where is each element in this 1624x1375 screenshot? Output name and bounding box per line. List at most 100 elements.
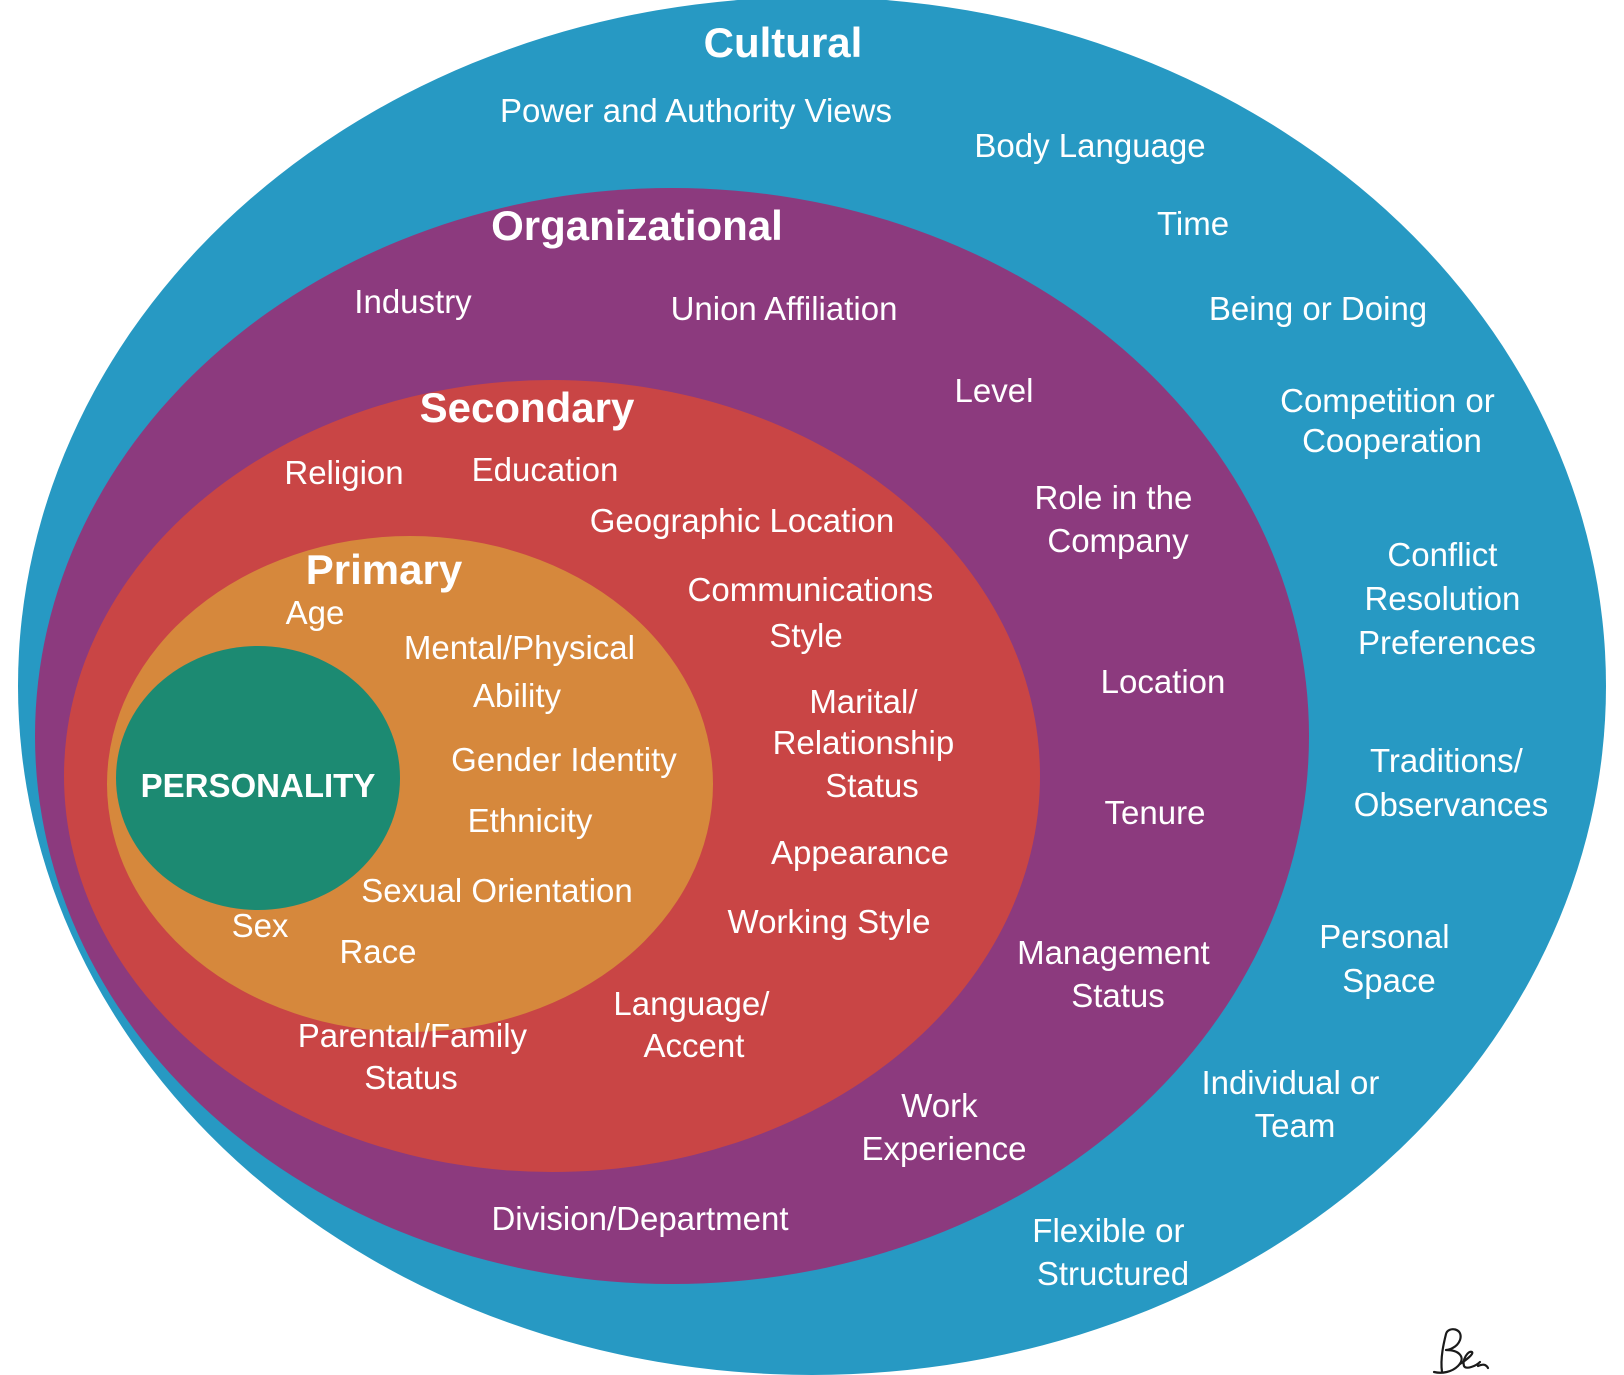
organizational-title: Organizational: [491, 202, 783, 249]
organizational-item: Role in the Company: [1035, 479, 1202, 559]
primary-item: Mental/Physical Ability: [404, 629, 644, 714]
secondary-item: Marital/ Relationship Status: [773, 683, 964, 804]
organizational-item-line: Experience: [861, 1130, 1026, 1167]
cultural-item: Power and Authority Views: [500, 92, 892, 129]
secondary-item-line: Relationship: [773, 724, 955, 761]
cultural-item: Personal Space: [1319, 918, 1458, 999]
secondary-item-line: Style: [769, 617, 842, 654]
primary-item-line: Race: [339, 933, 416, 970]
organizational-item-line: Company: [1047, 522, 1189, 559]
personality-title: PERSONALITY: [141, 767, 376, 804]
primary-item-line: Sex: [232, 907, 289, 944]
personality-labels: PERSONALITY: [141, 767, 376, 804]
organizational-item-line: Level: [955, 372, 1034, 409]
organizational-item: Industry: [354, 283, 472, 320]
layer-shapes: [18, 0, 1606, 1375]
primary-title: Primary: [306, 546, 463, 593]
primary-item: Sex: [232, 907, 289, 944]
secondary-item-line: Parental/Family: [298, 1017, 528, 1054]
cultural-item: Body Language: [974, 127, 1205, 164]
secondary-item-line: Education: [472, 451, 619, 488]
primary-item-line: Gender Identity: [451, 741, 677, 778]
secondary-labels: Secondary Religion Education Geographic …: [284, 384, 964, 1096]
cultural-item-line: Traditions/: [1370, 742, 1524, 779]
cultural-item-line: Space: [1342, 962, 1436, 999]
organizational-item-line: Status: [1071, 977, 1165, 1014]
organizational-item-line: Management: [1017, 934, 1210, 971]
organizational-item-line: Industry: [354, 283, 472, 320]
organizational-item-line: Tenure: [1105, 794, 1206, 831]
cultural-labels: Cultural Power and Authority Views Body …: [500, 19, 1548, 1292]
organizational-item: Union Affiliation: [671, 290, 898, 327]
organizational-item: Location: [1101, 663, 1226, 700]
primary-item: Age: [286, 594, 345, 631]
cultural-title: Cultural: [704, 19, 863, 66]
cultural-item-line: Conflict: [1387, 536, 1497, 573]
primary-item: Gender Identity: [451, 741, 677, 778]
secondary-item: Education: [472, 451, 619, 488]
secondary-item-line: Geographic Location: [590, 502, 895, 539]
organizational-item: Work Experience: [861, 1087, 1026, 1167]
secondary-item-line: Marital/: [809, 683, 918, 720]
cultural-item: Individual or Team: [1201, 1064, 1388, 1144]
secondary-item: Geographic Location: [590, 502, 895, 539]
secondary-item-line: Status: [364, 1059, 458, 1096]
cultural-item-line: Body Language: [974, 127, 1205, 164]
organizational-item: Tenure: [1105, 794, 1206, 831]
cultural-item-line: Time: [1157, 205, 1229, 242]
organizational-item-line: Role in the: [1035, 479, 1193, 516]
secondary-item: Communications Style: [688, 571, 943, 654]
organizational-item-line: Union Affiliation: [671, 290, 898, 327]
primary-item-line: Mental/Physical: [404, 629, 635, 666]
cultural-item: Traditions/ Observances: [1354, 742, 1548, 823]
primary-item: Sexual Orientation: [361, 872, 633, 909]
primary-labels: Primary Age Mental/Physical Ability Gend…: [232, 546, 678, 970]
organizational-item: Level: [955, 372, 1034, 409]
cultural-item-line: Individual or: [1201, 1064, 1379, 1101]
cultural-item-line: Resolution: [1364, 580, 1520, 617]
cultural-item-line: Power and Authority Views: [500, 92, 892, 129]
primary-item: Ethnicity: [468, 802, 593, 839]
secondary-item-line: Status: [825, 767, 919, 804]
secondary-item: Parental/Family Status: [298, 1017, 536, 1096]
cultural-item-line: Observances: [1354, 786, 1548, 823]
secondary-title: Secondary: [420, 384, 635, 431]
cultural-item-line: Cooperation: [1302, 422, 1482, 459]
secondary-item: Appearance: [771, 834, 949, 871]
cultural-item-line: Being or Doing: [1209, 290, 1427, 327]
cultural-item-line: Structured: [1037, 1255, 1189, 1292]
organizational-item: Division/Department: [491, 1200, 788, 1237]
secondary-item-line: Appearance: [771, 834, 949, 871]
secondary-item: Language/ Accent: [613, 985, 778, 1064]
primary-item-line: Age: [286, 594, 345, 631]
secondary-item-line: Religion: [284, 454, 403, 491]
personality-core: [116, 646, 400, 910]
cultural-item-line: Preferences: [1358, 624, 1536, 661]
signature-logo: [1432, 1328, 1490, 1374]
cultural-item: Being or Doing: [1209, 290, 1427, 327]
secondary-item-line: Working Style: [728, 903, 931, 940]
primary-item-line: Ability: [473, 677, 562, 714]
secondary-item-line: Language/: [613, 985, 770, 1022]
cultural-item: Conflict Resolution Preferences: [1358, 536, 1536, 661]
secondary-item: Working Style: [728, 903, 931, 940]
secondary-item: Religion: [284, 454, 403, 491]
cultural-item-line: Team: [1255, 1107, 1336, 1144]
organizational-item-line: Location: [1101, 663, 1226, 700]
cultural-item: Competition or Cooperation: [1280, 382, 1504, 459]
cultural-item: Flexible or Structured: [1032, 1212, 1193, 1292]
organizational-item: Management Status: [1017, 934, 1219, 1014]
organizational-item-line: Division/Department: [491, 1200, 788, 1237]
cultural-item: Time: [1157, 205, 1229, 242]
primary-item-line: Ethnicity: [468, 802, 593, 839]
cultural-item-line: Competition or: [1280, 382, 1495, 419]
secondary-item-line: Communications: [688, 571, 934, 608]
primary-item: Race: [339, 933, 416, 970]
organizational-item-line: Work: [901, 1087, 978, 1124]
cultural-item-line: Personal: [1319, 918, 1449, 955]
secondary-item-line: Accent: [644, 1027, 745, 1064]
cultural-item-line: Flexible or: [1032, 1212, 1184, 1249]
organizational-labels: Organizational Industry Union Affiliatio…: [354, 202, 1225, 1237]
primary-item-line: Sexual Orientation: [361, 872, 633, 909]
